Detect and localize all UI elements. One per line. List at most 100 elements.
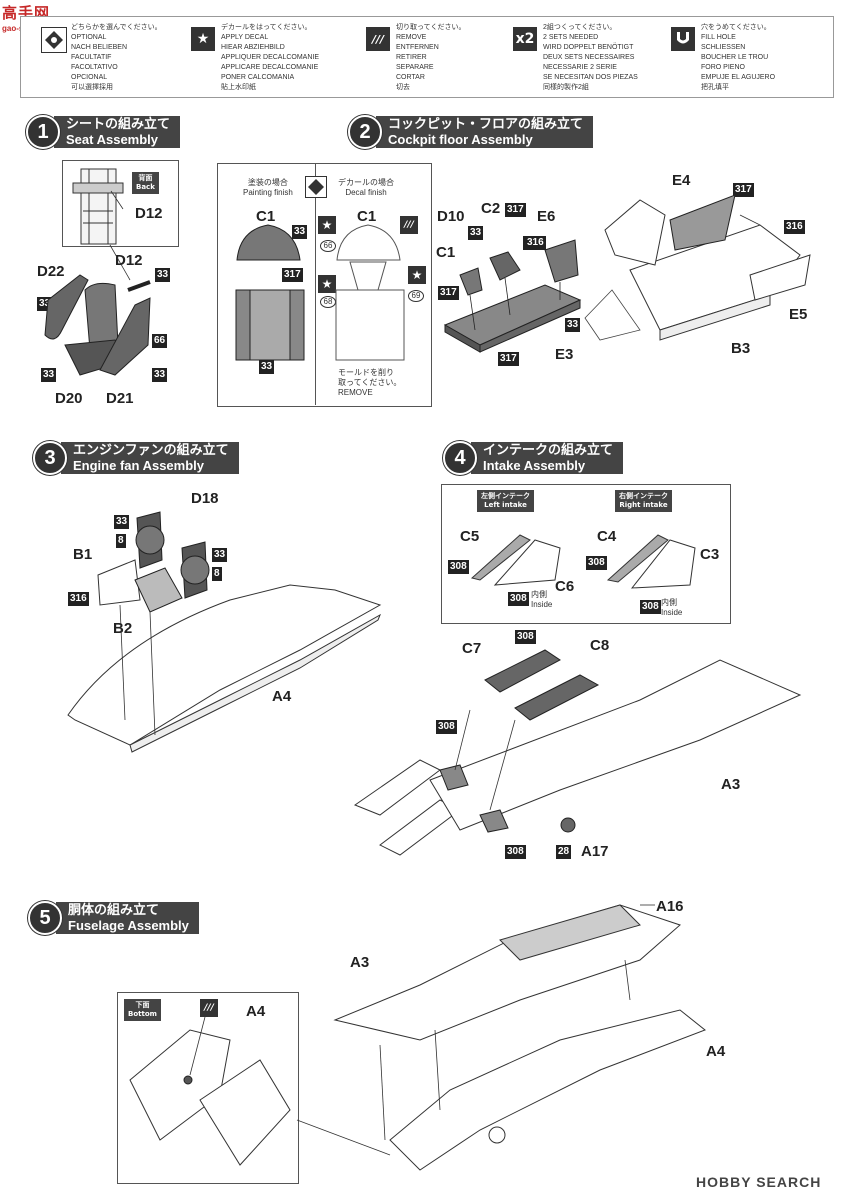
color-code: 28 [556,845,572,859]
part-label: A4 [246,1003,266,1020]
color-code: 308 [508,592,529,606]
color-code: 308 [505,845,526,859]
part-label: E4 [672,172,691,189]
part-label: B2 [113,620,133,637]
step-title-en: Seat Assembly [66,132,159,147]
color-code: 317 [498,352,519,366]
part-label: C4 [597,528,617,545]
part-label: C8 [590,637,610,654]
step-title-en: Engine fan Assembly [73,458,204,473]
optional-icon [305,176,327,198]
part-label: A4 [272,688,292,705]
step-number: 4 [443,441,477,475]
color-code: 317 [282,268,303,282]
part-label: A17 [581,843,609,860]
decal-icon: ★ [318,275,336,293]
decal-icon: ★ [408,266,426,284]
part-label: D12 [115,252,143,269]
decal-icon: ★ [191,27,215,51]
part-label: B1 [73,546,93,563]
part-label: C1 [357,208,377,225]
part-label: C1 [436,244,456,261]
color-code: 308 [448,560,469,574]
part-label: D18 [191,490,219,507]
color-code: 33 [565,318,581,332]
color-code: 33 [114,515,130,529]
step-number: 3 [33,441,67,475]
remove-icon: /// [366,27,390,51]
part-label: D21 [106,390,134,407]
part-label: C7 [462,640,482,657]
part-label: A3 [350,954,370,971]
part-label: E3 [256,302,275,319]
seat-back-drawing [72,168,124,245]
step-number: 5 [28,901,62,935]
color-code: 317 [733,183,754,197]
part-label: D12 [135,205,163,222]
step-title-jp: コックピット・フロアの組み立て [388,117,584,132]
part-label: B3 [731,340,751,357]
color-code: 33 [37,297,53,311]
part-label: E6 [537,208,556,225]
decal-icon: ★ [318,216,336,234]
color-code: 317 [438,286,459,300]
remove-icon: /// [200,999,218,1017]
decal-number: 66 [320,240,336,252]
fill-hole-icon [671,27,695,51]
color-code: 308 [640,600,661,614]
part-label: E5 [789,306,808,323]
part-label: C2 [481,200,501,217]
footer-logo: HOBBY SEARCH [696,1174,822,1190]
step-number: 1 [26,115,60,149]
color-code: 33 [212,548,228,562]
remove-icon: /// [365,340,383,358]
color-code: 33 [292,225,308,239]
part-label: C5 [460,528,480,545]
step-title-jp: シートの組み立て [66,117,171,132]
color-code: 308 [515,630,536,644]
step-title-en: Intake Assembly [483,458,586,473]
color-code: 66 [152,334,168,348]
part-label: D20 [55,390,83,407]
step-title-jp: エンジンファンの組み立て [73,443,229,458]
part-label: A4 [706,1043,726,1060]
step-title-en: Fuselage Assembly [68,918,189,933]
decal-number: 68 [320,296,336,308]
make-two-icon: x2 [513,27,537,51]
divider [315,163,316,405]
part-label: C6 [555,578,575,595]
color-code: 308 [586,556,607,570]
step-title-jp: 胴体の組み立て [68,903,160,918]
color-code: 33 [259,360,275,374]
color-code: 8 [116,534,126,548]
part-label: D22 [37,263,65,280]
step-number: 2 [348,115,382,149]
part-label: C1 [256,208,276,225]
optional-icon [41,27,67,53]
part-label: D10 [437,208,465,225]
seat-back-detail-frame [62,160,179,247]
decal-number: 69 [408,290,424,302]
color-code: 308 [436,720,457,734]
part-label: E3 [360,304,379,321]
part-label: A16 [656,898,684,915]
step-title-jp: インテークの組み立て [483,443,614,458]
part-label: E3 [555,346,574,363]
step-title-en: Cockpit floor Assembly [388,132,533,147]
part-label: C3 [700,546,720,563]
color-code: 316 [68,592,89,606]
color-code: 317 [505,203,526,217]
remove-mold-note: モールドを削り取ってください。REMOVE [338,368,402,397]
